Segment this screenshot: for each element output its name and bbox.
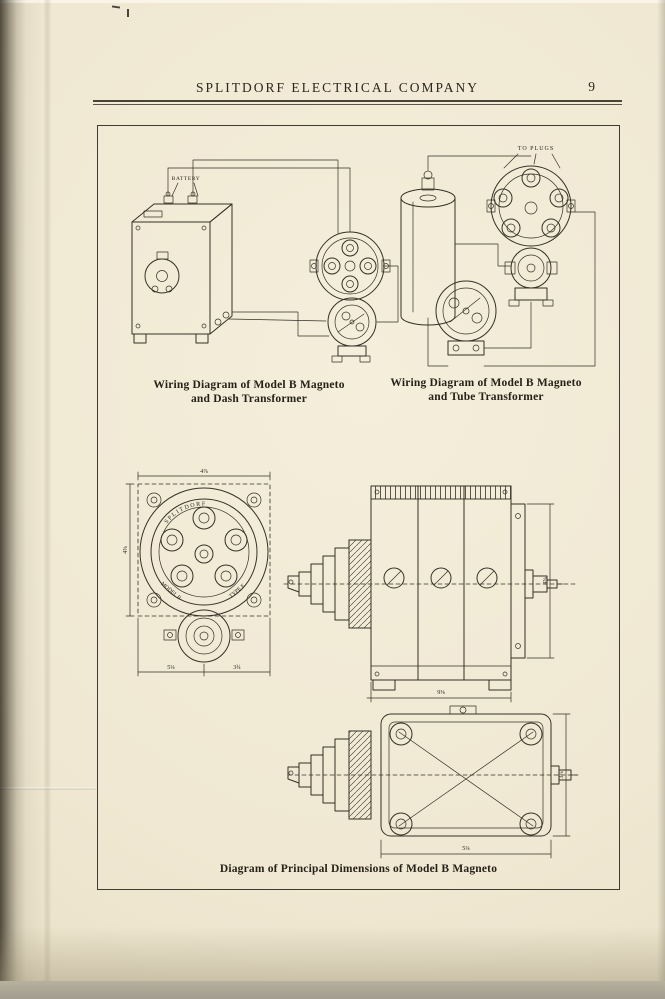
caption-line: and Dash Transformer (190, 393, 308, 405)
dim-label-side-bottom: 9⅜ (437, 690, 445, 696)
diagram-canvas: BATTERY (123, 146, 596, 859)
scan-bottom-strip (0, 981, 665, 999)
top-view-dimensions: 5¼ 3⅞ (380, 713, 571, 859)
book-gutter-shadow (0, 0, 26, 999)
magneto-top-view: 5¼ 3⅞ (287, 705, 579, 859)
wiring-dash-wires (167, 159, 399, 337)
dim-label-top-bottom: 5¼ (462, 846, 470, 852)
page-bottom-shadow (0, 926, 665, 981)
caption-dimensions: Diagram of Principal Dimensions of Model… (98, 862, 619, 876)
caption-tube-transformer: Wiring Diagram of Model B Magneto and Tu… (379, 376, 593, 404)
paper-crease (0, 787, 96, 790)
dim-label-front-bottom-left: 5¼ (167, 665, 175, 671)
scan-artifact (127, 9, 129, 17)
battery-label: BATTERY (172, 176, 201, 182)
header-rule-bottom (93, 104, 622, 105)
content-frame: BATTERY (97, 125, 620, 890)
breaker-end-view (327, 297, 377, 363)
caption-line: Diagram of Principal Dimensions of Model… (219, 863, 498, 875)
caption-line: Wiring Diagram of Model B Magneto (153, 379, 345, 391)
distributor-cap (486, 165, 576, 247)
page-title: SPLITDORF ELECTRICAL COMPANY (195, 80, 480, 95)
wiring-diagram-dash: BATTERY (131, 159, 399, 363)
scan-top-edge (0, 0, 665, 3)
caption-line: Wiring Diagram of Model B Magneto (390, 377, 582, 389)
dim-label-front-left: 4⅝ (123, 546, 129, 554)
caption-line: and Tube Transformer (428, 391, 544, 403)
scan-right-edge (657, 0, 665, 999)
dim-label-side-right: 4⅝ (543, 577, 549, 585)
caption-dash-transformer: Wiring Diagram of Model B Magneto and Da… (143, 378, 355, 406)
breaker-assembly (435, 280, 497, 356)
model-b-label: MODEL B (159, 581, 182, 601)
wiring-diagram-tube: TO PLUGS (400, 146, 596, 367)
magneto-body (504, 247, 558, 307)
scan-artifact (111, 5, 121, 9)
page-number: 9 (588, 79, 595, 94)
dim-label-front-top: 4⅞ (200, 469, 208, 475)
dim-label-top-right: 3⅞ (559, 771, 565, 779)
page-header: SPLITDORF ELECTRICAL COMPANY 9 (80, 79, 595, 99)
magneto-side-view: 9⅜ 4⅝ (283, 485, 577, 703)
magneto-front-view: SPLITDORF MODEL B TYPE E (123, 469, 271, 677)
header-rule-top (93, 100, 622, 102)
to-plugs-label: TO PLUGS (518, 146, 554, 152)
tube-transformer (400, 170, 456, 326)
side-view-dimensions: 9⅜ 4⅝ (366, 503, 555, 703)
dim-label-front-bottom-right: 3¾ (233, 664, 241, 671)
dash-transformer-box (131, 191, 233, 344)
magneto-end-view (309, 231, 391, 301)
front-view-dimensions: 4⅞ 4⅝ 5¼ 3¾ (123, 469, 271, 677)
paper-fold-shadow (44, 0, 51, 999)
wiring-tube-wires (427, 155, 596, 367)
type-e-label: TYPE E (228, 583, 247, 600)
